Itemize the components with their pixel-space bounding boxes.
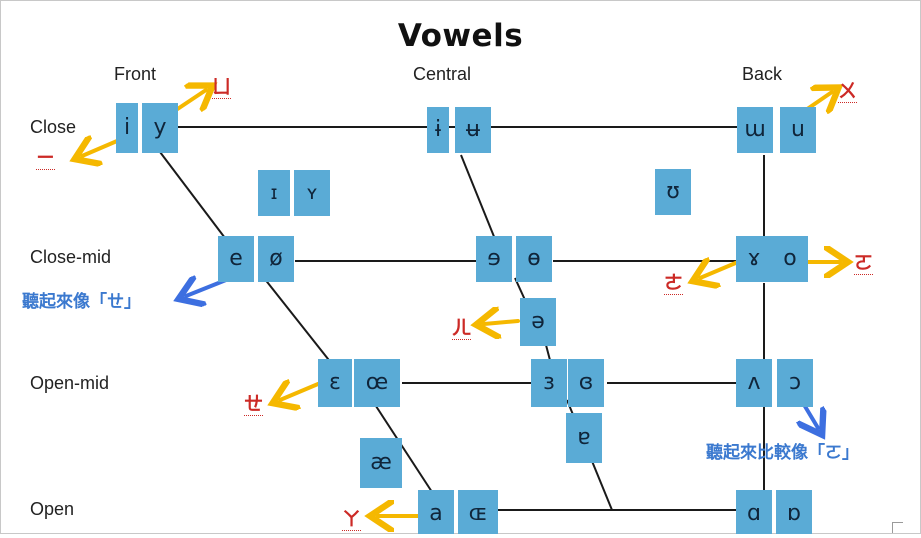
vowel-upsilon: ʊ [655,169,691,215]
vowel-rams-horn: ɤ [736,236,772,282]
zhuyin-wu: ㄨ [838,80,858,103]
zhuyin-yi: ㄧ [36,147,56,170]
column-header-front: Front [114,64,157,84]
vowel-barred-i: ɨ [427,107,449,153]
front-edge-mid [263,277,333,365]
zhuyin-e: ㄜ [664,272,684,295]
vowel-turned-script-a: ɒ [776,490,812,534]
row-header-open: Open [30,499,75,519]
arrow-ram-to-e [700,262,740,278]
vowel-small-cap-i: ɪ [258,170,290,216]
vowel-o: o [772,236,808,282]
vowel-barred-o: ɵ [516,236,552,282]
zhuyin-a: ㄚ [342,508,362,531]
front-edge-lower [371,399,433,493]
corner-mark [892,522,903,533]
vowel-epsilon: ɛ [318,359,352,407]
blue-arrows [186,280,818,428]
vowel-i: i [116,103,138,153]
vowel-open-o: ɔ [777,359,813,407]
vowel-o-slash: ø [258,236,294,282]
vowel-turned-m: ɯ [737,107,773,153]
arrow-schwa-to-er [484,321,520,324]
vowel-small-cap-y: ʏ [294,170,330,216]
vowel-y: y [142,103,178,153]
chart-title: Vowels [397,18,524,54]
note-sounds-like-eh: 聽起來像「ㄝ」 [22,292,141,312]
vowel-ae: æ [360,438,402,488]
arrow-e-to-note [186,280,228,296]
vowel-closed-rev-epsilon: ɞ [568,359,604,407]
zhuyin-o: ㄛ [854,252,874,275]
central-line-upper [460,154,498,245]
vowel-schwa: ə [520,298,556,346]
row-header-close-mid: Close-mid [30,247,112,267]
vowel-turned-a: ɐ [566,413,602,463]
vowel-script-a: ɑ [736,490,772,534]
vowel-turned-v: ʌ [736,359,772,407]
row-header-open-mid: Open-mid [30,373,110,393]
vowel-rev-epsilon: ɜ [531,359,567,407]
vowel-barred-u: ʉ [455,107,491,153]
row-header-close: Close [30,117,77,137]
zhuyin-eh: ㄝ [244,393,264,416]
note-sounds-more-like-o: 聽起來比較像「ㄛ」 [706,443,859,463]
vowel-oe: œ [354,359,400,407]
column-header-central: Central [413,64,472,84]
zhuyin-er: ㄦ [452,317,472,340]
arrow-epsilon-to-eh [280,384,320,400]
column-header-back: Back [742,64,783,84]
front-edge-upper [159,151,229,243]
vowel-u: u [780,107,816,153]
zhuyin-yu: ㄩ [212,76,232,99]
vowel-oe-cap: ɶ [458,490,498,534]
vowel-e: e [218,236,254,282]
vowel-a: a [418,490,454,534]
vowel-reversed-e: ɘ [476,236,512,282]
